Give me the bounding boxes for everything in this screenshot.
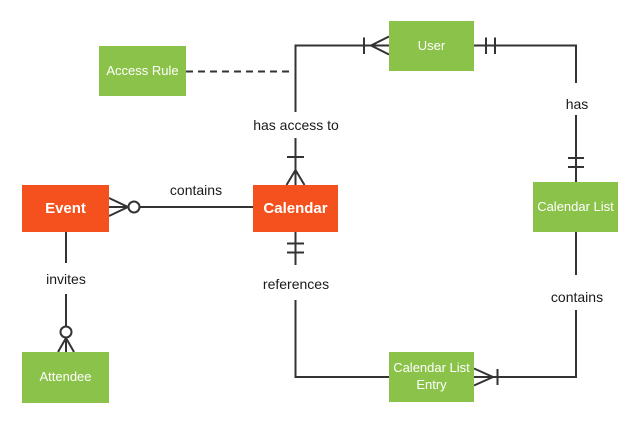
connector-user-has-calendarlist [474,37,584,182]
entity-event-label: Event [45,200,86,217]
zero-cardinality-circle [127,200,141,214]
entity-attendee[interactable]: Attendee [22,352,109,403]
relationship-label-has-access-to: has access to [253,117,339,133]
entity-calendar-list-label: Calendar List [537,198,614,214]
zero-cardinality-circle [59,325,73,339]
entity-calendar-list[interactable]: Calendar List [533,182,618,232]
connector-user-hasaccessto-calendar [285,35,390,186]
entity-access-rule[interactable]: Access Rule [99,46,186,96]
entity-calendar-list-entry[interactable]: Calendar List Entry [389,352,474,402]
entity-attendee-label: Attendee [39,369,92,385]
relationship-label-contains: contains [169,182,223,198]
relationship-label-has: has [565,96,589,112]
connector-calendar-references-entry [287,232,389,378]
relationship-label-invites: invites [46,271,86,287]
relationship-label-references: references [262,276,330,292]
entity-calendar-list-entry-label: Calendar List Entry [393,360,470,392]
relationship-label-contains: contains [550,289,604,305]
connector-event-invites-attendee [57,232,75,353]
entity-user[interactable]: User [389,21,474,71]
connector-calendarlist-contains-entry [473,232,577,387]
entity-calendar[interactable]: Calendar [253,185,338,232]
connector-event-contains-calendar [108,197,253,217]
entity-access-rule-label: Access Rule [106,62,179,78]
entity-calendar-label: Calendar [263,200,328,217]
entity-user-label: User [417,37,446,53]
entity-event[interactable]: Event [22,185,109,232]
